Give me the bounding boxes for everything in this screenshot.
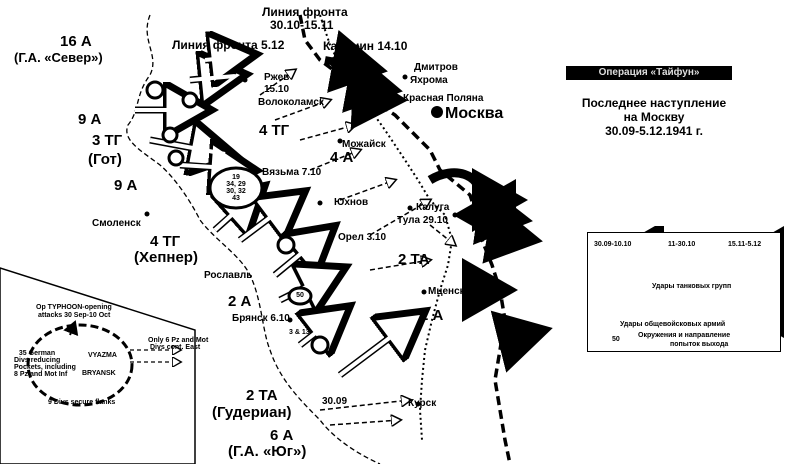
army-2a-left: 2 А xyxy=(228,293,252,310)
army-group-south: (Г.А. «Юг») xyxy=(228,443,307,460)
city-mozhaisk: Можайск xyxy=(342,139,386,150)
army-4a: 4 А xyxy=(330,149,354,166)
inset-east-a: Only 6 Pz and Mot xyxy=(148,337,209,344)
title-line-2: на Москву xyxy=(623,110,685,124)
army-3tg-top: 3 ТГ xyxy=(330,54,361,71)
front-line-label-a: Линия фронта xyxy=(262,5,348,19)
inset-vyazma: VYAZMA xyxy=(88,352,117,359)
army-16a: 16 А xyxy=(60,33,92,50)
city-kursk: Курск xyxy=(408,398,437,409)
legend-col3: 15.11-5.12 xyxy=(728,241,762,248)
city-kaluga: Калуга xyxy=(416,202,450,213)
pocket-50-label: 50 xyxy=(296,292,304,299)
front-line-30-09 xyxy=(126,14,381,464)
inset-map xyxy=(0,267,196,464)
legend-col1: 30.09-10.10 xyxy=(594,241,632,248)
city-moscow: Москва xyxy=(445,105,504,122)
army-group-north: (Г.А. «Север») xyxy=(14,50,103,65)
army-4tg-mid: 4 ТГ xyxy=(259,122,290,139)
legend-enc-b: попыток выхода xyxy=(670,341,729,348)
city-kalinin: Калинин 14.10 xyxy=(323,39,408,53)
legend-col2: 11-30.10 xyxy=(668,241,696,248)
city-vyazma: Вязьма 7.10 xyxy=(262,167,322,178)
army-4tg: 4 ТГ xyxy=(150,233,181,250)
army-2a-right: 2 А xyxy=(420,307,444,324)
city-mtsensk: Мценск xyxy=(428,286,465,297)
vyazma-pocket xyxy=(208,166,264,210)
front-line-label-b: 30.10-15.11 xyxy=(270,18,334,32)
title-line-1: Последнее наступление xyxy=(581,96,727,110)
city-orel: Орел 3.10 xyxy=(338,232,387,243)
city-yukhnov: Юхнов xyxy=(334,197,369,208)
city-roslavl: Рославль xyxy=(204,270,253,281)
inset-pockets: 35 German Divs reducing Pockets, includi… xyxy=(14,350,76,378)
legend-box: 30.09-10.10 11-30.10 15.11-5.12 Удары та… xyxy=(587,232,781,352)
vyazma-pocket-divisions: 19 34, 29 30, 32 43 xyxy=(226,174,246,202)
front-line-5-12-label: Линия фронта 5.12 xyxy=(172,38,285,52)
inset-bryansk: BRYANSK xyxy=(82,370,116,377)
army-6a: 6 А xyxy=(270,427,294,444)
operation-badge: Операция «Тайфун» xyxy=(566,66,732,80)
army-2ta-bottom: 2 ТА xyxy=(246,387,278,404)
army-2ta-right: 2 ТА xyxy=(398,251,430,268)
city-tula: Тула 29.10 xyxy=(397,215,448,226)
city-dmitrov: Дмитров xyxy=(414,62,458,73)
encirclement-circles xyxy=(145,80,330,355)
map-title: Последнее наступление на Москву 30.09-5.… xyxy=(548,96,760,138)
army-hoepner: (Хепнер) xyxy=(134,249,198,266)
city-smolensk: Смоленск xyxy=(92,218,141,229)
phase1-arrows-inner xyxy=(135,54,418,377)
army-3tg: 3 ТГ xyxy=(92,132,123,149)
front-line-5-12 xyxy=(298,14,512,464)
inset-east-b: Divs cont. East xyxy=(150,344,201,351)
city-rzhev-b: 15.10 xyxy=(264,84,290,95)
bryansk-pocket-50 xyxy=(287,286,313,306)
city-rzhev-a: Ржев xyxy=(264,72,290,83)
army-guderian: (Гудериан) xyxy=(212,404,292,421)
city-bryansk: Брянск 6.10 xyxy=(232,313,290,324)
inset-title-a: Op TYPHOON-opening xyxy=(36,304,112,311)
title-line-3: 30.09-5.12.1941 г. xyxy=(605,124,703,138)
date-30-09: 30.09 xyxy=(322,396,348,407)
city-volokolamsk: Волоколамск xyxy=(258,97,324,108)
legend-num: 50 xyxy=(612,336,620,343)
inset-secure: 9 Divs secure flanks xyxy=(48,399,116,406)
inset-title-b: attacks 30 Sep-10 Oct xyxy=(38,312,111,319)
moscow-marker xyxy=(431,106,443,118)
army-goth: (Гот) xyxy=(88,151,122,168)
city-krasnaya-polyana: Красная Поляна xyxy=(403,93,484,104)
bryansk-pocket-divisions: 3 & 13 xyxy=(289,329,310,336)
legend-tank: Удары танковых групп xyxy=(652,283,732,290)
army-9a-top: 9 А xyxy=(78,111,102,128)
tula-hook-arrow xyxy=(427,168,517,251)
city-yakhroma: Яхрома xyxy=(410,75,448,86)
legend-inf: Удары общевойсковых армий xyxy=(620,321,726,328)
army-9a-mid: 9 А xyxy=(114,177,138,194)
phase2-arrows xyxy=(259,70,455,425)
legend-enc-a: Окружения и направление xyxy=(638,332,731,339)
city-klin: Клин xyxy=(378,84,396,91)
